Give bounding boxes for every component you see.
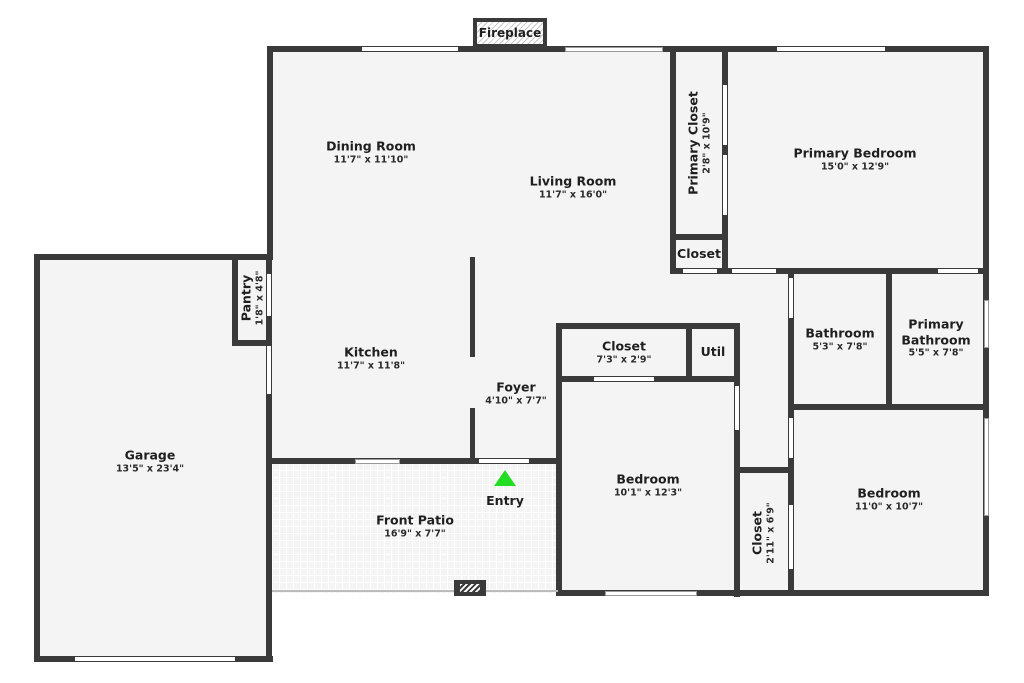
room-bedroom-2: Bedroom 10'1" x 12'3" <box>614 471 682 499</box>
wall <box>232 340 272 346</box>
room-name: Bedroom <box>857 485 921 501</box>
entry-door <box>479 459 529 463</box>
room-dimensions: 4'10" x 7'7" <box>485 394 547 406</box>
wall <box>267 46 273 260</box>
door-opening <box>938 269 978 273</box>
entry-label: Entry <box>486 493 524 509</box>
room-pantry: Pantry 1'8" x 4'8" <box>238 271 266 326</box>
room-bathroom: Bathroom 5'3" x 7'8" <box>805 325 874 353</box>
room-util: Util <box>701 344 726 360</box>
lower-right-floor <box>560 325 984 593</box>
room-closet-bedroom-3: Closet 2'11" x 6'9" <box>749 502 777 564</box>
room-kitchen: Kitchen 11'7" x 11'8" <box>337 344 405 372</box>
door-opening <box>789 505 793 569</box>
door-opening <box>789 278 793 318</box>
wall <box>232 257 238 345</box>
door-opening <box>362 47 458 51</box>
room-name: Foyer <box>496 379 536 395</box>
room-name: Living Room <box>529 173 617 189</box>
room-name: Bedroom <box>616 471 680 487</box>
wall <box>734 467 792 473</box>
room-dimensions: 11'7" x 11'8" <box>336 359 406 371</box>
wall <box>670 268 988 274</box>
wall <box>556 323 740 329</box>
room-name: Closet <box>749 511 765 555</box>
room-name: Garage <box>124 447 176 463</box>
room-name: Bathroom <box>901 332 971 348</box>
window <box>605 591 697 596</box>
window <box>984 300 989 348</box>
door-opening <box>777 47 885 51</box>
wall <box>556 590 989 596</box>
room-name: Primary Bedroom <box>793 145 917 161</box>
room-dimensions: 2'8" x 10'9" <box>700 112 712 174</box>
room-living-room: Living Room 11'7" x 16'0" <box>530 173 617 201</box>
room-dimensions: 5'5" x 7'8" <box>908 347 964 359</box>
room-name: Closet <box>677 246 721 262</box>
room-name: Primary <box>908 316 964 332</box>
wall <box>470 408 475 462</box>
room-dimensions: 2'11" x 6'9" <box>764 502 776 564</box>
room-dimensions: 13'5" x 23'4" <box>115 462 185 474</box>
door-opening <box>683 269 717 273</box>
door-opening <box>267 346 271 394</box>
room-dimensions: 1'8" x 4'8" <box>253 270 265 326</box>
wall <box>34 254 40 662</box>
room-dimensions: 16'9" x 7'7" <box>384 527 446 539</box>
room-dimensions: 15'0" x 12'9" <box>820 160 890 172</box>
room-primary-closet: Primary Closet 2'8" x 10'9" <box>685 91 713 195</box>
room-dimensions: 11'0" x 10'7" <box>854 500 924 512</box>
door-opening <box>594 377 654 381</box>
room-name: Front Patio <box>376 512 454 528</box>
wall <box>670 46 676 274</box>
wall <box>686 323 692 379</box>
door-opening <box>267 274 271 316</box>
room-foyer: Foyer 4'10" x 7'7" <box>485 379 547 407</box>
window <box>565 47 663 52</box>
wall <box>34 254 273 260</box>
door-opening <box>75 657 235 661</box>
room-dimensions: 5'3" x 7'8" <box>812 340 868 352</box>
door-opening <box>789 418 793 458</box>
room-name: Util <box>700 344 726 360</box>
room-dining-room: Dining Room 11'7" x 11'10" <box>326 138 416 166</box>
window <box>984 418 989 516</box>
room-front-patio: Front Patio 16'9" x 7'7" <box>376 512 454 540</box>
room-primary-bathroom: Primary Bathroom 5'5" x 7'8" <box>901 316 970 359</box>
room-name: Closet <box>602 338 646 354</box>
room-primary-bedroom: Primary Bedroom 15'0" x 12'9" <box>793 145 916 173</box>
room-closet-small: Closet <box>677 246 721 262</box>
room-bedroom-3: Bedroom 11'0" x 10'7" <box>855 485 923 513</box>
room-name: Kitchen <box>344 344 398 360</box>
door-opening <box>735 386 739 430</box>
room-dimensions: 7'3" x 2'9" <box>596 353 652 365</box>
door-opening <box>732 269 776 273</box>
room-name: Pantry <box>238 274 254 322</box>
fireplace: Fireplace <box>473 18 547 48</box>
wall <box>470 257 475 357</box>
room-name: Dining Room <box>326 138 416 154</box>
wall <box>556 323 562 596</box>
wall <box>788 404 988 410</box>
wall <box>734 323 740 597</box>
front-step <box>454 580 486 596</box>
wall <box>272 590 558 592</box>
door-opening <box>723 155 727 215</box>
window <box>355 459 400 464</box>
wall <box>886 268 892 408</box>
wall <box>267 458 562 464</box>
fireplace-label: Fireplace <box>477 22 543 44</box>
garage-floor <box>38 258 270 658</box>
wall <box>670 234 728 240</box>
room-name: Bathroom <box>805 325 875 341</box>
door-opening <box>723 85 727 145</box>
room-name: Primary Closet <box>685 91 701 195</box>
room-closet-hall: Closet 7'3" x 2'9" <box>597 338 652 366</box>
room-dimensions: 11'7" x 16'0" <box>538 188 608 200</box>
room-dimensions: 10'1" x 12'3" <box>613 486 683 498</box>
room-garage: Garage 13'5" x 23'4" <box>116 447 184 475</box>
room-dimensions: 11'7" x 11'10" <box>333 153 409 165</box>
entry-arrow-icon <box>494 470 516 486</box>
